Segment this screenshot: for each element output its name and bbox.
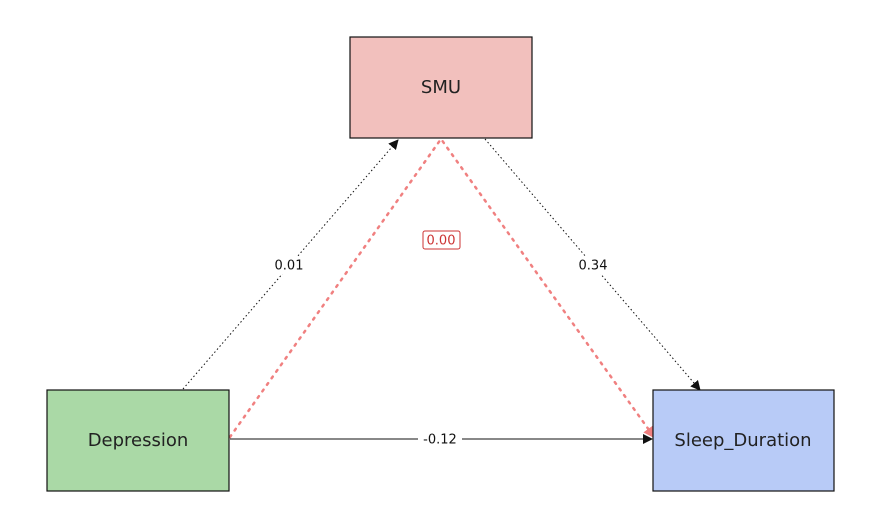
node-sleep-duration-box [652, 389, 835, 492]
node-smu-label: SMU [421, 77, 461, 98]
node-depression-box [46, 389, 230, 492]
indirect-path-edge [228, 136, 656, 439]
node-smu: SMU [349, 36, 533, 139]
b-path-label: 0.34 [575, 257, 611, 274]
c-path-label: -0.12 [418, 431, 462, 448]
node-depression: Depression [46, 389, 230, 492]
c-path-label-text: -0.12 [423, 433, 457, 448]
indirect-effect-label-box [422, 230, 461, 250]
node-smu-box [349, 36, 533, 139]
indirect-effect-label: 0.00 [422, 230, 461, 250]
node-sleep-duration-label: Sleep_Duration [674, 430, 811, 451]
indirect-effect-label-text: 0.00 [427, 234, 456, 249]
node-sleep-duration: Sleep_Duration [652, 389, 835, 492]
node-depression-label: Depression [88, 430, 189, 451]
a-path-label-text: 0.01 [275, 259, 304, 274]
a-path-label: 0.01 [271, 257, 307, 274]
b-path-label-text: 0.34 [579, 259, 608, 274]
